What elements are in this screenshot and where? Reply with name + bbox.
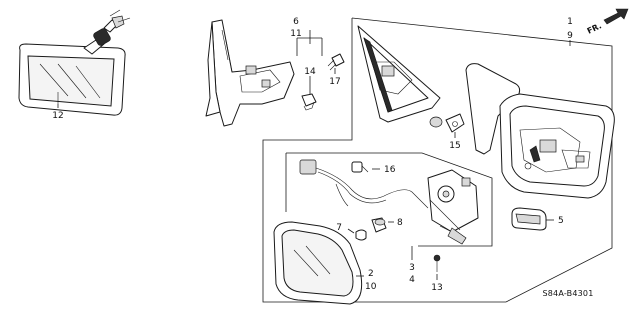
mirror-glass xyxy=(273,221,363,305)
label-12: 12 xyxy=(52,111,63,121)
rear-view-mirror xyxy=(18,9,131,116)
front-direction-arrow: FR. xyxy=(586,8,629,36)
label-3: 3 xyxy=(409,263,415,273)
label-14: 14 xyxy=(304,67,316,77)
label-11: 11 xyxy=(290,29,301,39)
inner-garnish xyxy=(205,19,295,127)
diagram-code: S84A-B4301 xyxy=(542,289,593,298)
harness-box xyxy=(285,152,493,247)
clip-14 xyxy=(301,93,317,111)
label-6: 6 xyxy=(293,17,299,27)
label-8: 8 xyxy=(397,218,403,228)
label-13: 13 xyxy=(431,283,442,293)
label-10: 10 xyxy=(365,282,377,292)
label-15: 15 xyxy=(449,141,460,151)
screw-13 xyxy=(433,254,441,272)
clip-15 xyxy=(429,113,465,133)
label-5: 5 xyxy=(558,216,564,226)
power-mirror-actuator xyxy=(299,159,479,245)
label-17: 17 xyxy=(329,77,340,87)
cap-5 xyxy=(511,207,547,231)
mirror-base-triangle xyxy=(357,25,441,123)
label-7: 7 xyxy=(336,223,342,233)
label-2: 2 xyxy=(368,269,374,279)
label-9: 9 xyxy=(567,31,573,41)
screw-17 xyxy=(327,53,345,71)
label-1: 1 xyxy=(567,17,573,27)
label-4: 4 xyxy=(409,275,415,285)
mirror-housing xyxy=(465,63,615,199)
label-16: 16 xyxy=(384,165,396,175)
front-direction-text: FR. xyxy=(586,21,603,36)
bulb-socket-7-8 xyxy=(355,217,387,241)
